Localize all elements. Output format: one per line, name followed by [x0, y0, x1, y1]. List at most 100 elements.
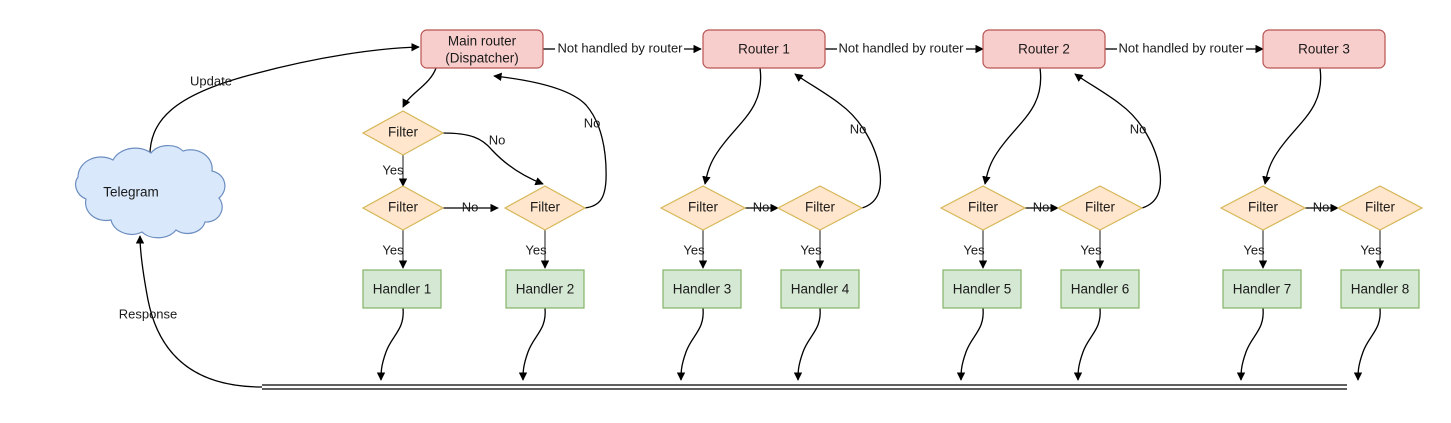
handler-1-node[interactable]: Handler 1	[362, 269, 442, 309]
edge-label-no-7: No	[1130, 121, 1147, 136]
router-2-node[interactable]: Router 2	[982, 29, 1106, 69]
handler-1-box	[362, 269, 442, 309]
edge-label-yes-5: Yes	[800, 242, 822, 257]
handler-8-label: Handler 8	[1351, 282, 1410, 297]
edge-router1-to-filter-d	[702, 67, 762, 185]
edge-handler4-to-bus	[793, 307, 821, 381]
response-bus	[262, 384, 1347, 390]
filter-d-diamond	[659, 185, 747, 231]
edge-label-no-4: No	[753, 199, 770, 214]
handler-8-node[interactable]: Handler 8	[1340, 269, 1420, 309]
filter-f-node[interactable]: Filter	[939, 185, 1027, 231]
telegram-label: Telegram	[103, 185, 159, 200]
filter-b-node[interactable]: Filter	[361, 185, 445, 231]
handler-5-box	[942, 269, 1022, 309]
filter-f-label: Filter	[968, 200, 999, 215]
filter-c-label: Filter	[530, 200, 561, 215]
edge-mainrouter-to-filter-a	[402, 67, 437, 108]
edge-label-not-handled-1: Not handled by router	[557, 40, 683, 55]
handler-4-box	[780, 269, 860, 309]
filter-g-node[interactable]: Filter	[1056, 185, 1144, 231]
edge-label-yes-3: Yes	[525, 242, 547, 257]
handler-4-label: Handler 4	[791, 282, 850, 297]
handler-5-node[interactable]: Handler 5	[942, 269, 1022, 309]
edge-handler1-to-bus	[376, 307, 404, 381]
router-1-box	[702, 29, 826, 69]
filter-h-node[interactable]: Filter	[1219, 185, 1307, 231]
edge-label-yes-6: Yes	[963, 242, 985, 257]
filter-i-node[interactable]: Filter	[1336, 185, 1424, 231]
handler-2-node[interactable]: Handler 2	[505, 269, 585, 309]
edge-label-yes-7: Yes	[1080, 242, 1102, 257]
main-router-label-line2: (Dispatcher)	[445, 51, 519, 66]
edge-filter-g-no	[1074, 73, 1162, 209]
filter-e-diamond	[776, 185, 864, 231]
handler-3-box	[662, 269, 742, 309]
edge-filter-e-no	[794, 73, 882, 209]
edge-label-no-1: No	[489, 132, 506, 147]
filter-h-diamond	[1219, 185, 1307, 231]
filter-a-label: Filter	[388, 125, 419, 140]
edge-label-no-8: No	[1313, 199, 1330, 214]
handler-2-box	[505, 269, 585, 309]
edge-response	[135, 235, 263, 388]
router-3-node[interactable]: Router 3	[1262, 29, 1386, 69]
filter-g-label: Filter	[1085, 200, 1116, 215]
edge-label-update: Update	[190, 73, 232, 88]
filter-d-node[interactable]: Filter	[659, 185, 747, 231]
filter-d-label: Filter	[688, 200, 719, 215]
edge-handler5-to-bus	[956, 307, 984, 381]
edge-handler2-to-bus	[518, 307, 546, 381]
main-router-node[interactable]: Main router (Dispatcher)	[420, 29, 544, 69]
edge-handler7-to-bus	[1236, 307, 1264, 381]
edge-filter-c-no	[493, 72, 607, 209]
router-2-box	[982, 29, 1106, 69]
handler-3-label: Handler 3	[673, 282, 732, 297]
edge-label-yes-8: Yes	[1243, 242, 1265, 257]
handler-6-node[interactable]: Handler 6	[1060, 269, 1140, 309]
router-1-node[interactable]: Router 1	[702, 29, 826, 69]
filter-a-node[interactable]: Filter	[361, 110, 445, 156]
router-1-label: Router 1	[738, 42, 790, 57]
edge-label-response: Response	[119, 306, 178, 321]
filter-g-diamond	[1056, 185, 1144, 231]
edge-label-not-handled-2: Not handled by router	[838, 40, 964, 55]
router-2-label: Router 2	[1018, 42, 1070, 57]
filter-i-label: Filter	[1365, 200, 1396, 215]
filter-i-diamond	[1336, 185, 1424, 231]
main-router-label-line1: Main router	[448, 34, 517, 49]
edge-handler3-to-bus	[676, 307, 704, 381]
router-3-box	[1262, 29, 1386, 69]
filter-e-node[interactable]: Filter	[776, 185, 864, 231]
handler-5-label: Handler 5	[953, 282, 1012, 297]
handler-8-box	[1340, 269, 1420, 309]
handler-6-box	[1060, 269, 1140, 309]
handler-7-label: Handler 7	[1233, 282, 1292, 297]
filter-c-diamond	[503, 185, 587, 231]
edge-label-yes-4: Yes	[683, 242, 705, 257]
router-3-label: Router 3	[1298, 42, 1350, 57]
handler-4-node[interactable]: Handler 4	[780, 269, 860, 309]
edge-label-not-handled-3: Not handled by router	[1118, 40, 1244, 55]
handler-7-node[interactable]: Handler 7	[1222, 269, 1302, 309]
edge-router2-to-filter-f	[982, 67, 1042, 185]
edge-label-no-2: No	[584, 115, 601, 130]
handler-3-node[interactable]: Handler 3	[662, 269, 742, 309]
filter-e-label: Filter	[805, 200, 836, 215]
telegram-cloud-node[interactable]: Telegram	[75, 145, 226, 239]
edge-filter-a-no	[442, 132, 544, 186]
edge-router3-to-filter-h	[1262, 67, 1322, 185]
edge-handler8-to-bus	[1353, 307, 1381, 381]
handler-1-label: Handler 1	[373, 282, 432, 297]
edge-label-yes-1: Yes	[382, 162, 404, 177]
filter-b-diamond	[361, 185, 445, 231]
edge-update	[149, 42, 420, 161]
edge-label-no-6: No	[1033, 199, 1050, 214]
edge-handler6-to-bus	[1073, 307, 1101, 381]
main-router-box	[420, 29, 544, 69]
edge-label-yes-2: Yes	[382, 242, 404, 257]
filter-a-diamond	[361, 110, 445, 156]
filter-c-node[interactable]: Filter	[503, 185, 587, 231]
